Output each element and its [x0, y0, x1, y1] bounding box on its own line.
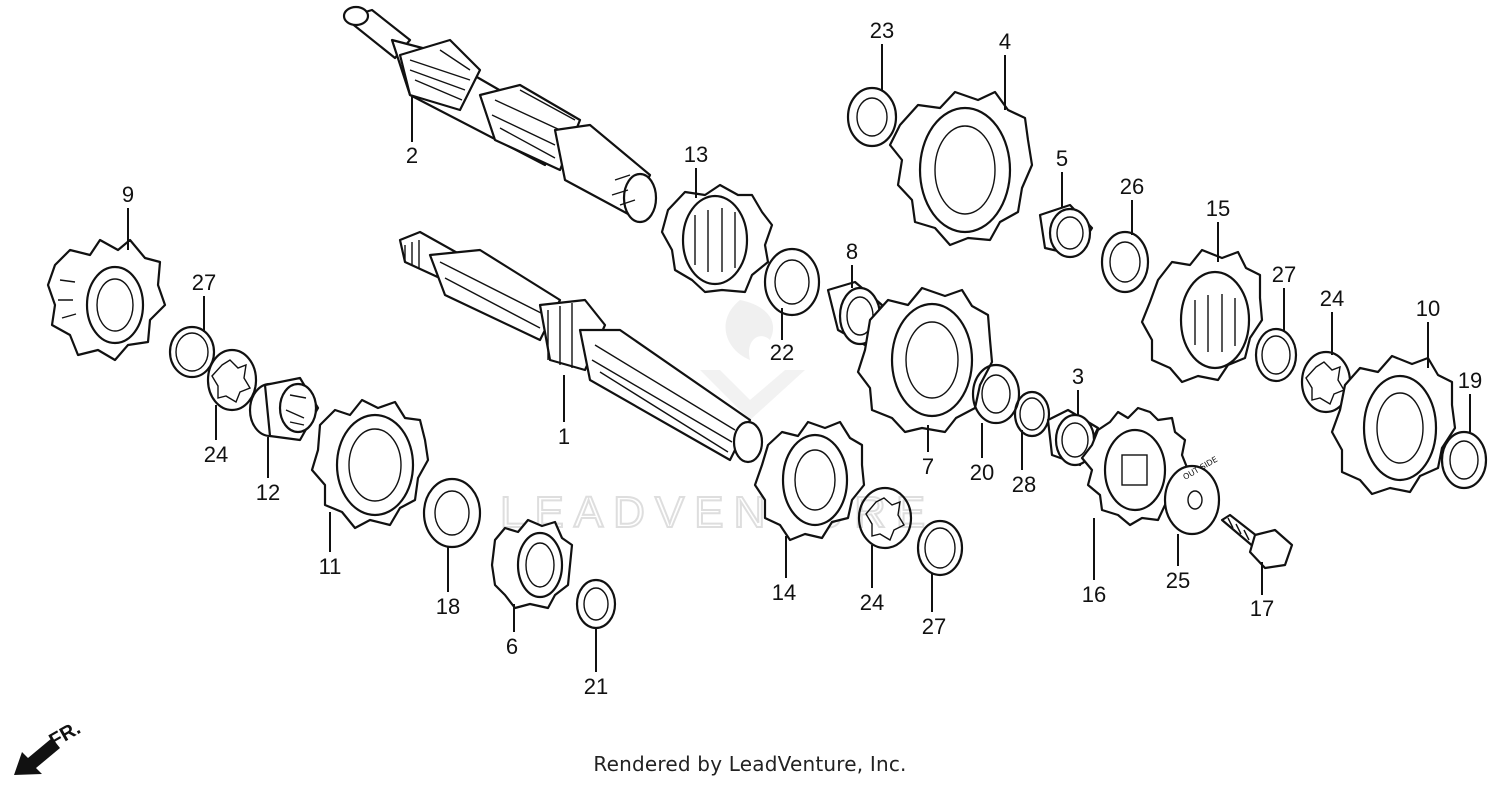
part-10-gear: [1330, 354, 1457, 496]
callout-16: 16: [1082, 582, 1106, 607]
callout-18: 18: [436, 594, 460, 619]
part-22-washer: [763, 247, 821, 317]
leader-lines: [127, 44, 1471, 672]
part-27-circlip-right: [1254, 327, 1298, 383]
part-28-ring: [1013, 390, 1051, 438]
footer-credit: Rendered by LeadVenture, Inc.: [593, 752, 907, 776]
front-arrow-icon: [14, 738, 60, 775]
part-21-washer: [575, 578, 617, 630]
callout-6: 6: [506, 634, 518, 659]
part-16-sprocket: [1080, 406, 1190, 527]
callout-15: 15: [1206, 196, 1230, 221]
part-15-gear: [1140, 248, 1264, 384]
callout-3: 3: [1072, 364, 1084, 389]
part-27-circlip-left: [168, 325, 216, 379]
part-1-mainshaft: [398, 230, 764, 464]
callout-19: 19: [1458, 368, 1482, 393]
callout-26: 26: [1120, 174, 1144, 199]
callout-17: 17: [1250, 596, 1274, 621]
callout-24-middle: 24: [860, 590, 884, 615]
part-4-gear: [888, 90, 1034, 247]
part-23-washer: [846, 86, 898, 148]
callout-5: 5: [1056, 146, 1068, 171]
callout-23: 23: [870, 18, 894, 43]
callout-28: 28: [1012, 472, 1036, 497]
callout-10: 10: [1416, 296, 1440, 321]
part-5-bushing: [1038, 203, 1094, 259]
part-12-bushing: [248, 376, 320, 442]
callout-7: 7: [922, 454, 934, 479]
callout-11: 11: [319, 554, 342, 579]
callout-20: 20: [970, 460, 994, 485]
callout-27-right: 27: [1272, 262, 1296, 287]
callout-21: 21: [584, 674, 608, 699]
part-24-washer-left: [206, 348, 258, 412]
part-3-bushing: [1046, 408, 1100, 467]
callout-12: 12: [256, 480, 280, 505]
part-13-gear: [660, 183, 774, 294]
callout-4: 4: [999, 29, 1011, 54]
part-6-gear: [490, 518, 574, 610]
callouts: 23 4 2 13 5 26 15 9 8 27 27 24 10 22 19 …: [122, 18, 1482, 699]
callout-13: 13: [684, 142, 708, 167]
part-18-washer: [422, 477, 482, 549]
part-24-washer-middle: [857, 486, 913, 550]
callout-9: 9: [122, 182, 134, 207]
part-2-countershaft: [342, 5, 658, 224]
callout-27-lower: 27: [922, 614, 946, 639]
callout-2: 2: [406, 143, 418, 168]
callout-22: 22: [770, 340, 794, 365]
part-7-gear: [856, 286, 994, 434]
callout-27-left: 27: [192, 270, 216, 295]
callout-1: 1: [558, 424, 570, 449]
part-9-gear: [46, 238, 167, 362]
part-20-washer: [971, 363, 1021, 425]
part-26-washer: [1100, 230, 1150, 294]
callout-8: 8: [846, 239, 858, 264]
callout-24-left: 24: [204, 442, 228, 467]
part-19-washer: [1440, 430, 1488, 490]
part-17-bolt: [1220, 513, 1294, 570]
watermark-text: LEADVENTURE: [500, 488, 935, 537]
part-27-circlip-lower: [916, 519, 964, 577]
part-11-gear: [310, 398, 430, 530]
callout-14: 14: [772, 580, 796, 605]
part-14-gear: [753, 420, 866, 542]
callout-24-right: 24: [1320, 286, 1344, 311]
callout-25: 25: [1166, 568, 1190, 593]
